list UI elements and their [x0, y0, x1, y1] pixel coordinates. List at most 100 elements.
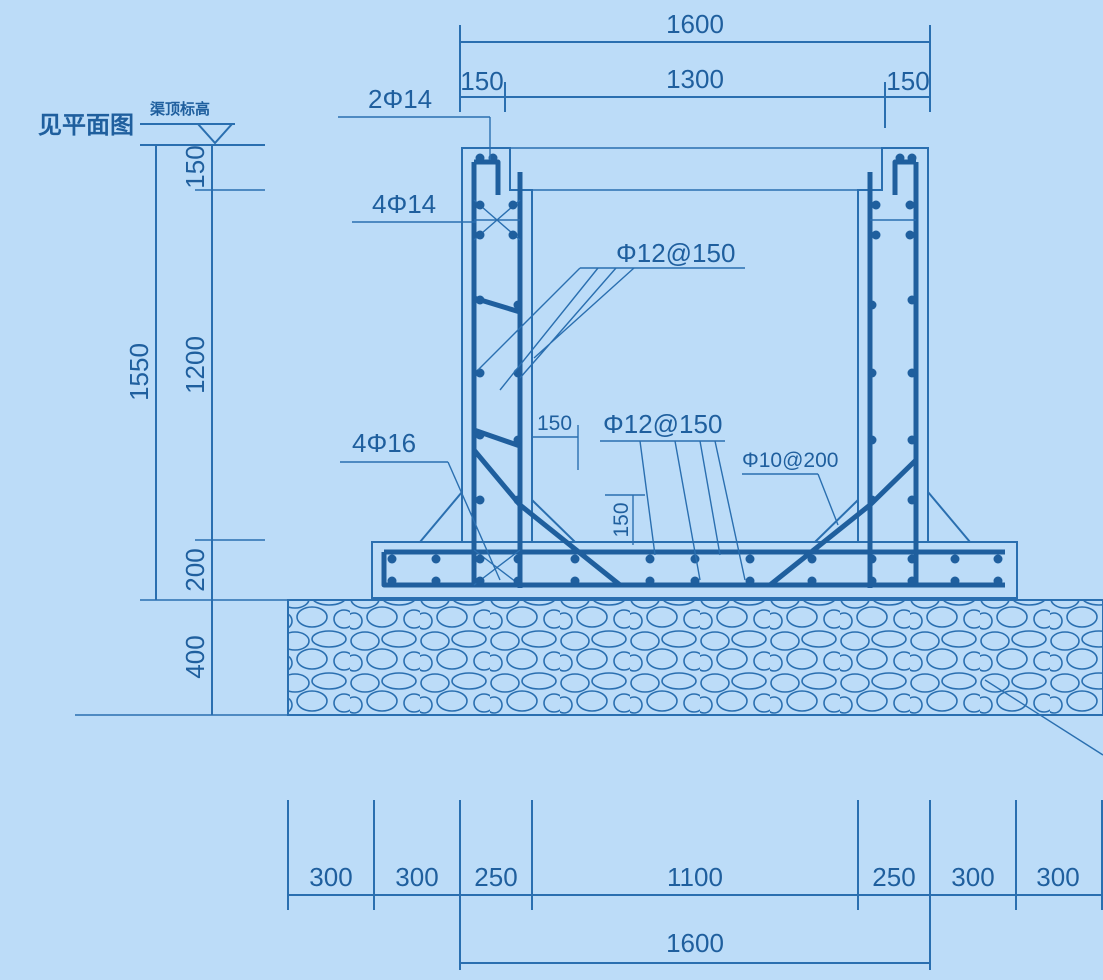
rebar-dot [867, 554, 877, 564]
rebar-dot [871, 230, 881, 240]
rebar-dot [950, 576, 960, 586]
right-top-hook [892, 159, 916, 195]
bottom-segment-7: 300 [1036, 862, 1079, 892]
rebar-callouts: 2Φ14 4Φ14 Φ12@150 4Φ16 150 150 Φ12@150 Φ… [338, 84, 839, 581]
slab-rebar-leaders [639, 440, 746, 581]
rebar-dot [907, 368, 917, 378]
rebar-dot [907, 435, 917, 445]
bottom-segment-3: 250 [474, 862, 517, 892]
inner-span-label: 1300 [666, 64, 724, 94]
top-rebar-label: 2Φ14 [368, 84, 432, 114]
rebar-dot [905, 200, 915, 210]
rebar-dot [907, 576, 917, 586]
slab-thickness-label: 200 [180, 548, 210, 591]
right-haunch-bar [768, 458, 918, 587]
rebar-dot [867, 368, 877, 378]
rebar-dot [867, 300, 877, 310]
rebar-dot [745, 554, 755, 564]
bottom-overall-label: 1600 [666, 928, 724, 958]
rebar-dot [475, 153, 485, 163]
rebar-dot [867, 495, 877, 505]
rebar-dot [475, 554, 485, 564]
top-dimension-group: 1600 150 1300 150 [459, 9, 931, 128]
rebar-dot [475, 576, 485, 586]
haunch-height-label: 150 [610, 502, 633, 537]
rebar-dot [907, 495, 917, 505]
rebar-dot [570, 554, 580, 564]
plan-reference-label: 见平面图 [38, 111, 134, 139]
reinforcement [381, 153, 1005, 588]
rebar-dot [907, 295, 917, 305]
rebar-dot [807, 576, 817, 586]
rebar-dot [513, 554, 523, 564]
rebar-dot [387, 554, 397, 564]
base-slab [371, 541, 1018, 599]
slab-left-end-bar [381, 552, 474, 588]
elevation-triangle-icon [195, 123, 235, 145]
bottom-segment-6: 300 [951, 862, 994, 892]
left-outer-haunch [419, 491, 463, 543]
rebar-dot [950, 554, 960, 564]
haunch-rebar-leader [447, 461, 501, 581]
bottom-dimension-group: 300 300 250 1100 250 300 300 1600 [287, 800, 1103, 970]
concrete-section [371, 147, 1018, 599]
left-top-hook [474, 159, 501, 195]
rebar-dot [690, 576, 700, 586]
haunch-width-label: 150 [537, 412, 572, 435]
wall-height-label: 1200 [180, 336, 210, 394]
rebar-dot [488, 153, 498, 163]
gravel-foundation [287, 599, 1103, 716]
rebar-dot [895, 153, 905, 163]
left-wall [461, 147, 533, 542]
right-wall [857, 147, 929, 542]
wall-rebar-leaders [477, 267, 635, 391]
rebar-dot [993, 576, 1003, 586]
left-haunch-bar [472, 448, 622, 587]
rebar-dot [871, 200, 881, 210]
rebar-dot [907, 554, 917, 564]
slab-rebar-label: Φ12@150 [603, 409, 722, 439]
bottom-segment-2: 300 [395, 862, 438, 892]
rebar-dot [645, 554, 655, 564]
rebar-dot [867, 576, 877, 586]
rebar-dot [807, 554, 817, 564]
rebar-dot [475, 295, 485, 305]
rebar-dot [905, 230, 915, 240]
rebar-dot [907, 153, 917, 163]
rebar-dot [387, 576, 397, 586]
overall-height-label: 1550 [124, 343, 154, 401]
stirrup-leader [817, 473, 839, 526]
rebar-dot [513, 495, 523, 505]
right-wall-thickness-label: 150 [886, 66, 929, 96]
rebar-dot [745, 576, 755, 586]
haunch-rebar-label: 4Φ16 [352, 428, 416, 458]
bottom-segment-4: 1100 [667, 862, 723, 892]
rebar-dot [513, 300, 523, 310]
rebar-dot [513, 435, 523, 445]
left-dimension-group: 1550 150 1200 200 400 [75, 145, 290, 716]
rebar-dot [993, 554, 1003, 564]
overall-width-label: 1600 [666, 9, 724, 39]
foundation-thickness-label: 400 [180, 635, 210, 678]
left-inner-haunch [531, 499, 576, 543]
beam-rebar-label: 4Φ14 [372, 189, 436, 219]
bottom-segment-5: 250 [872, 862, 915, 892]
channel-top-elevation-label: 渠顶标高 [150, 100, 210, 118]
left-wall-thickness-label: 150 [460, 66, 503, 96]
rebar-dot [475, 430, 485, 440]
rebar-dot [645, 576, 655, 586]
rebar-dot [570, 576, 580, 586]
foundation-leader-line [984, 679, 1103, 756]
rebar-dot [431, 576, 441, 586]
rebar-dot [475, 368, 485, 378]
rebar-dot [475, 200, 485, 210]
wall-rebar-label: Φ12@150 [616, 238, 735, 268]
rebar-dot [513, 576, 523, 586]
top-beam-height-label: 150 [180, 145, 210, 188]
rebar-dot [475, 230, 485, 240]
stirrup-label: Φ10@200 [742, 449, 838, 472]
bottom-segment-1: 300 [309, 862, 352, 892]
elevation-reference-group: 见平面图 渠顶标高 [38, 100, 265, 146]
right-outer-haunch [927, 491, 971, 543]
